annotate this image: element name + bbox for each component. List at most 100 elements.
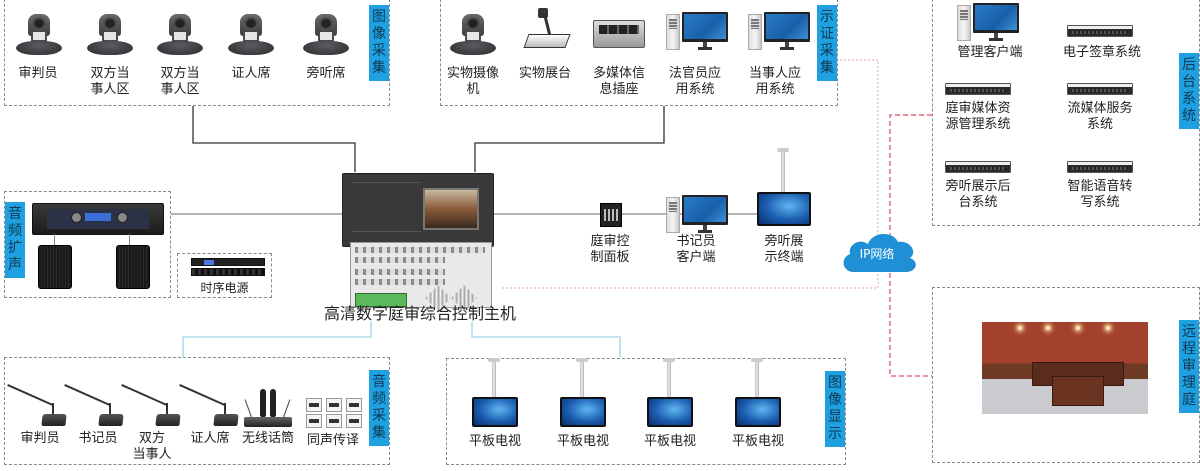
tag-char: 显: [828, 409, 842, 425]
courtroom-photo: [982, 322, 1148, 414]
device-label: 旁听展示后台系统: [945, 179, 1011, 210]
ceiling-tv-icon: [735, 397, 781, 427]
device-label: 旁听席: [306, 66, 346, 81]
tag-char: 频: [8, 223, 22, 239]
host-controller-rear: [350, 242, 492, 311]
device-label: 流媒体服务系统: [1067, 101, 1133, 132]
device-label: 证人席: [231, 66, 271, 81]
desktop-pc-icon: [957, 3, 1019, 43]
tag-char: 后: [1182, 57, 1196, 73]
ceiling-mount: [576, 358, 588, 398]
tag-char: 集: [372, 425, 386, 441]
ptz-camera-icon: [14, 14, 64, 56]
power-sequencer-label: 时序电源: [200, 281, 249, 295]
tag-char: 采: [372, 408, 386, 424]
rack-server-icon: [945, 161, 1011, 173]
ceiling-tv-icon: [472, 397, 518, 427]
device-label: 电子签章系统: [1062, 45, 1141, 60]
host-controller-front: [342, 173, 494, 247]
tag-char: 理: [1182, 375, 1196, 391]
host-label: 高清数字庭审综合控制主机: [323, 304, 516, 323]
ceiling-mount: [663, 358, 675, 398]
ptz-camera-icon: [301, 14, 351, 56]
wire-evidence-capture: [474, 106, 665, 172]
tag-char: 台: [1182, 74, 1196, 90]
tag-char: 系: [1182, 91, 1196, 107]
device-label: 书记员: [78, 431, 118, 446]
speaker-icon: [38, 245, 72, 289]
audio-capture-tag: 音 频 采 集: [369, 370, 389, 446]
tag-char: 像: [828, 392, 842, 408]
gooseneck-mic-icon: [63, 378, 124, 428]
document-camera-icon: [523, 8, 571, 48]
ceiling-mount: [777, 148, 789, 194]
device-label: 平板电视: [556, 434, 609, 449]
wireless-mic-icon: [244, 387, 292, 431]
audio-amp-tag: 音 频 扩 声: [5, 202, 25, 278]
tag-char: 示: [828, 426, 842, 442]
remote-court-tag: 远 程 审 理 庭: [1179, 320, 1199, 413]
device-label: 同声传译: [306, 433, 359, 448]
wire-image-display: [471, 322, 621, 357]
device-label: 书记员客户端: [676, 234, 716, 265]
tag-char: 统: [1182, 108, 1196, 124]
tag-char: 图: [372, 9, 386, 25]
tag-char: 程: [1182, 341, 1196, 357]
ceiling-mount: [751, 358, 763, 398]
speaker-wire: [129, 234, 130, 246]
tag-char: 频: [372, 391, 386, 407]
device-label: 审判员: [20, 431, 60, 446]
backend-tag: 后 台 系 统: [1179, 53, 1199, 129]
device-label: 审判员: [18, 66, 58, 81]
power-amplifier-icon: [32, 203, 164, 235]
wire-image-capture: [192, 106, 356, 172]
device-label: 平板电视: [643, 434, 696, 449]
tag-char: 证: [820, 26, 834, 42]
tag-char: 扩: [8, 240, 22, 256]
ceiling-tv-icon: [757, 192, 811, 226]
tag-char: 声: [8, 257, 22, 273]
rack-server-icon: [1067, 83, 1133, 95]
speaker-icon: [116, 245, 150, 289]
device-label: 双方当事人: [132, 431, 172, 462]
device-label: 平板电视: [731, 434, 784, 449]
ceiling-tv-icon: [560, 397, 606, 427]
control-panel-icon: [600, 203, 622, 227]
device-label: 证人席: [190, 431, 230, 446]
gooseneck-mic-icon: [120, 378, 181, 428]
tag-char: 庭: [1182, 392, 1196, 408]
tag-char: 音: [372, 374, 386, 390]
rack-server-icon: [945, 83, 1011, 95]
tag-char: 审: [1182, 358, 1196, 374]
ptz-camera-icon: [226, 14, 276, 56]
tag-char: 采: [820, 43, 834, 59]
device-label: 当事人应用系统: [748, 66, 801, 97]
tag-char: 集: [820, 60, 834, 76]
device-label: 双方当事人区: [160, 66, 200, 97]
desktop-pc-icon: [748, 12, 810, 52]
backend-group: 后 台 系 统: [932, 0, 1200, 226]
device-label: 智能语音转写系统: [1067, 179, 1133, 210]
tag-char: 采: [372, 43, 386, 59]
ceiling-mount: [488, 358, 500, 398]
speaker-wire: [54, 234, 55, 246]
power-sequencer-icon: [191, 258, 265, 276]
rack-server-icon: [1067, 161, 1133, 173]
ptz-camera-icon: [155, 14, 205, 56]
audio-capture-group: 音 频 采 集: [4, 357, 390, 465]
device-label: 管理客户端: [957, 45, 1023, 60]
wire-evidence-network: [500, 59, 879, 289]
ip-network-cloud-icon: [843, 233, 916, 272]
rack-server-icon: [1067, 25, 1133, 37]
tag-char: 示: [820, 9, 834, 25]
device-label: 实物摄像机: [446, 66, 499, 97]
device-label: 双方当事人区: [90, 66, 130, 97]
tag-char: 远: [1182, 324, 1196, 340]
tag-char: 像: [372, 26, 386, 42]
ceiling-tv-icon: [647, 397, 693, 427]
image-display-tag: 图 像 显 示: [825, 371, 845, 447]
desktop-pc-icon: [666, 195, 728, 235]
ptz-camera-icon: [448, 14, 498, 56]
tag-char: 图: [828, 375, 842, 391]
device-label: 实物展台: [518, 66, 571, 81]
